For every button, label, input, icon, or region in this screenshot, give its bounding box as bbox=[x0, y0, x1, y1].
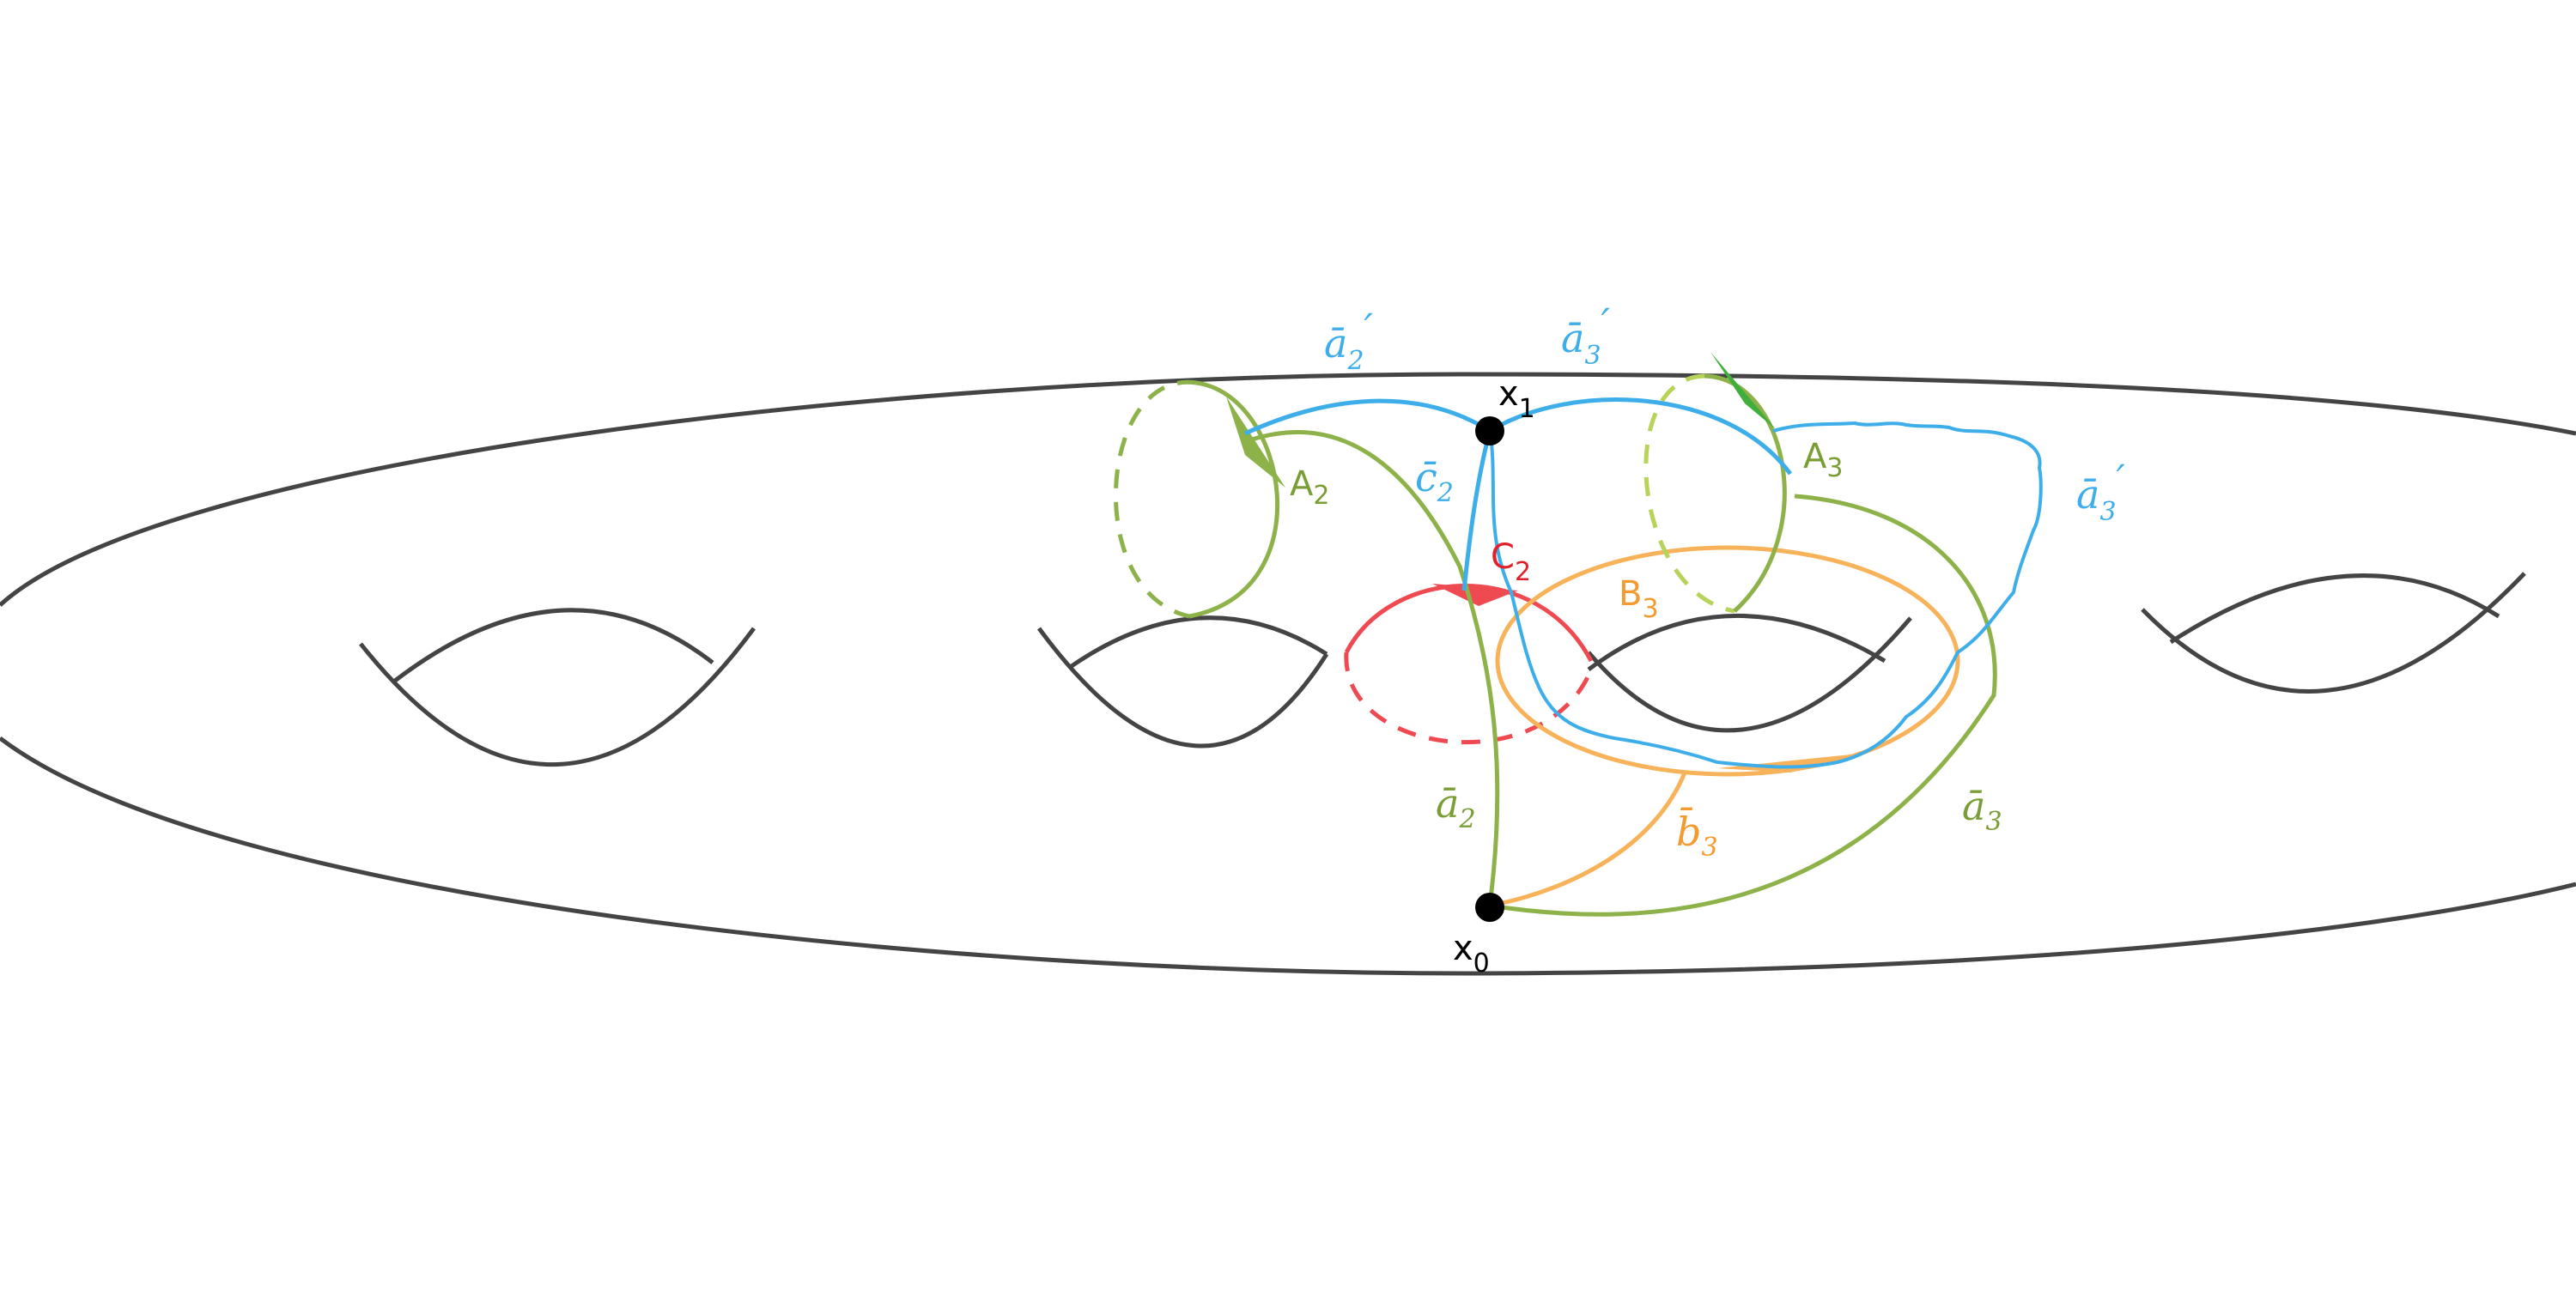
label-B3: B3 bbox=[1619, 574, 1659, 624]
handles bbox=[359, 572, 2526, 767]
curve-a3-prime-wavy bbox=[1488, 421, 2043, 769]
label-A3: A3 bbox=[1803, 437, 1843, 483]
point-x1 bbox=[1475, 416, 1504, 445]
curve-a3-bar bbox=[1489, 494, 1997, 917]
A2-arrow-head bbox=[1226, 397, 1285, 488]
label-a3-prime-top: ā3′ bbox=[1561, 300, 1611, 371]
curve-C2 bbox=[1344, 584, 1594, 745]
label-a2-bar: ā2 bbox=[1436, 780, 1476, 834]
point-x0 bbox=[1475, 893, 1504, 922]
curve-A3-back bbox=[1643, 373, 1735, 614]
curve-A3-front bbox=[1704, 373, 1787, 613]
B3-arrow-head bbox=[1717, 754, 1859, 773]
label-a2-prime: ā2′ bbox=[1324, 305, 1374, 376]
C2-arrow-head bbox=[1432, 584, 1518, 606]
handle-4 bbox=[2141, 572, 2526, 694]
surface-bottom-edge bbox=[0, 736, 2576, 976]
surface-outline bbox=[0, 372, 2576, 976]
curve-a3-prime-top bbox=[1488, 397, 1793, 476]
curve-a2-bar bbox=[1251, 430, 1500, 906]
A3-arrow-head bbox=[1710, 352, 1776, 429]
label-x0: x0 bbox=[1453, 929, 1490, 979]
handle-3 bbox=[1587, 614, 1912, 733]
label-a3-bar: ā3 bbox=[1962, 783, 2002, 837]
handle-1 bbox=[359, 608, 756, 767]
surface-top-edge bbox=[0, 372, 2576, 607]
curve-c2-bar bbox=[1461, 430, 1492, 591]
label-a3-prime-right: ā3′ bbox=[2076, 456, 2126, 527]
label-A2: A2 bbox=[1290, 464, 1329, 511]
label-C2: C2 bbox=[1491, 537, 1531, 587]
curve-b3-bar bbox=[1489, 772, 1687, 908]
label-c2-bar: c̄2 bbox=[1415, 454, 1454, 508]
label-b3-bar: b̄3 bbox=[1676, 806, 1718, 863]
curve-A2 bbox=[1113, 379, 1280, 619]
curve-a2-prime bbox=[1243, 398, 1492, 436]
label-x1: x1 bbox=[1498, 374, 1535, 424]
handle-2 bbox=[1036, 615, 1329, 748]
curve-B3 bbox=[1495, 545, 1960, 777]
